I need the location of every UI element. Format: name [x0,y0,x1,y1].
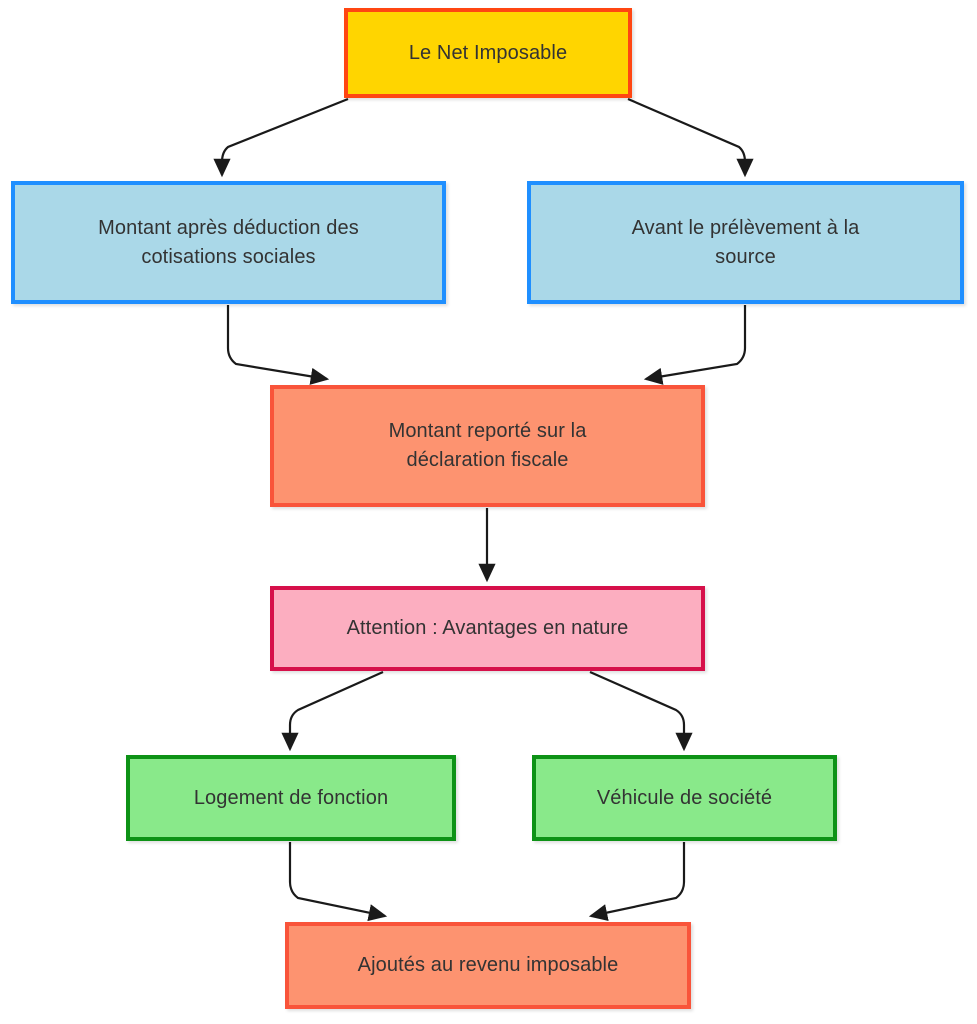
edge-vehicule-to-ajoutes [588,842,686,922]
edge-net-to-avant [627,97,754,178]
node-attention-avantages-en-nature[interactable]: Attention : Avantages en nature [270,586,705,671]
edge-apres-to-reporte [226,305,330,385]
node-label: Montant après déduction des cotisations … [98,216,359,268]
node-label: Le Net Imposable [408,41,568,64]
node-montant-reporte-declaration[interactable]: Montant reporté sur la déclaration fisca… [270,385,705,507]
edge-attention-to-vehicule [589,670,693,752]
node-ajoutes-au-revenu-imposable[interactable]: Ajoutés au revenu imposable [285,922,691,1009]
node-logement-de-fonction[interactable]: Logement de fonction [126,755,456,841]
node-label: Montant reporté sur la déclaration fisca… [388,420,587,471]
edge-logement-to-ajoutes [288,842,388,922]
node-label: Ajoutés au revenu imposable [357,954,619,976]
node-label: Attention : Avantages en nature [346,617,629,639]
node-vehicule-de-societe[interactable]: Véhicule de société [532,755,837,841]
node-montant-apres-deduction[interactable]: Montant après déduction des cotisations … [11,181,446,304]
edge-net-to-apres [213,97,349,178]
edge-attention-to-logement [281,670,384,752]
node-label: Véhicule de société [596,786,773,809]
node-label: Logement de fonction [193,786,389,809]
node-avant-prelevement-source[interactable]: Avant le prélèvement à la source [527,181,964,304]
node-le-net-imposable[interactable]: Le Net Imposable [344,8,632,98]
node-label: Avant le prélèvement à la source [631,216,860,268]
edge-avant-to-reporte [643,305,747,385]
